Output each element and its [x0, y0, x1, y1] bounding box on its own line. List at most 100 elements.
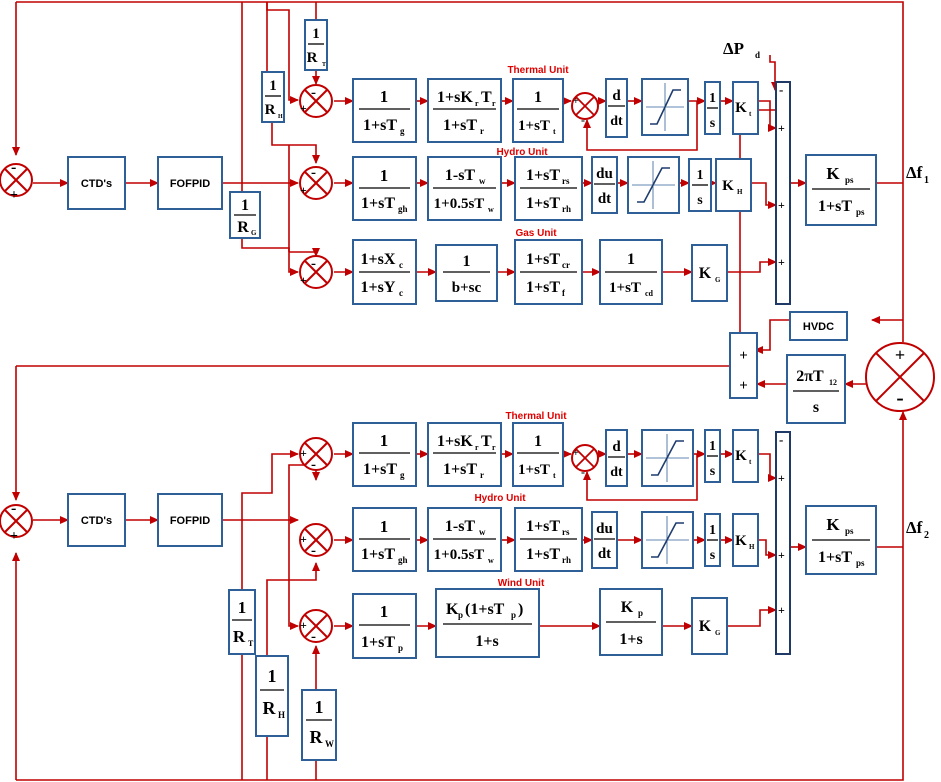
hvdc-block: HVDC: [789, 311, 848, 341]
area2-power-system: K ps 1+sT ps: [805, 505, 877, 575]
area1-load-summation: - + + +: [775, 81, 791, 305]
svg-text:du: du: [596, 166, 613, 182]
load-disturbance-label: ΔP d: [723, 39, 760, 60]
svg-text:-: -: [581, 113, 585, 127]
svg-text:1: 1: [709, 91, 716, 106]
area2-hydro-rate-limiter: [641, 511, 694, 569]
area1-thermal-derivative: d dt: [605, 78, 628, 138]
area2-hydro-turbine: 1-sT w 1+0.5sT w: [427, 507, 502, 572]
svg-text:K: K: [621, 599, 634, 616]
svg-text:ps: ps: [845, 175, 854, 185]
svg-text:1-sT: 1-sT: [445, 518, 476, 535]
area1-hydro-unit-label: Hydro Unit: [496, 147, 548, 158]
area2-derivative-sum: + -: [571, 444, 599, 479]
area2-fofpid-block: FOFPID: [157, 493, 223, 547]
svg-text:(1+sT: (1+sT: [465, 601, 505, 618]
svg-text:1: 1: [380, 517, 389, 536]
area2-wind-gov-sum: + -: [299, 609, 333, 645]
svg-text:1+sT: 1+sT: [361, 634, 395, 651]
svg-text:+: +: [778, 603, 785, 617]
svg-text:+: +: [739, 348, 748, 364]
svg-text:1: 1: [380, 431, 389, 450]
svg-text:+: +: [895, 345, 905, 365]
svg-text:1+sT: 1+sT: [361, 195, 395, 212]
svg-text:-: -: [311, 543, 316, 559]
svg-text:ps: ps: [856, 558, 865, 568]
area2-wind-unit-label: Wind Unit: [498, 578, 545, 589]
area2-thermal-gain: K t: [732, 429, 759, 483]
area2-thermal-gov-sum: + -: [299, 437, 333, 473]
svg-text:+: +: [778, 198, 785, 212]
area2-thermal-derivative: d dt: [605, 429, 628, 487]
area1-gas-gain: K G: [691, 244, 728, 302]
area1-thermal-integrator: 1 s: [704, 81, 721, 135]
area2-thermal-governor: 1 1+sT g: [352, 422, 417, 487]
svg-text:g: g: [400, 126, 405, 136]
area1-droop-thermal: 1 R T: [304, 19, 328, 71]
svg-text:d: d: [612, 88, 621, 104]
svg-text:f: f: [562, 288, 566, 298]
svg-text:1+sT: 1+sT: [526, 279, 560, 296]
svg-text:1+sT: 1+sT: [361, 546, 395, 563]
svg-text:1+s: 1+s: [475, 633, 498, 650]
svg-text:c: c: [399, 288, 403, 298]
svg-text:+: +: [10, 529, 18, 544]
area1-thermal-unit-label: Thermal Unit: [507, 65, 569, 76]
svg-text:ps: ps: [856, 207, 865, 217]
area1-hydro-governor: 1 1+sT gh: [352, 156, 417, 221]
svg-text:H: H: [749, 543, 755, 551]
area2-wind-data-fit: K p 1+s: [599, 588, 663, 656]
svg-text:r: r: [475, 443, 479, 452]
svg-text:-: -: [311, 629, 316, 645]
svg-text:1+sT: 1+sT: [818, 198, 852, 215]
svg-text:1: 1: [627, 251, 635, 268]
svg-text:w: w: [479, 527, 486, 537]
area1-hydro-integrator: 1 s: [688, 158, 712, 212]
svg-text:T: T: [481, 89, 492, 106]
area2-ctd-block: CTD's: [67, 493, 126, 547]
area1-gas-unit-label: Gas Unit: [515, 228, 557, 239]
area2-thermal-integrator: 1 s: [704, 429, 721, 483]
area1-ctd-block: CTD's: [67, 156, 126, 210]
svg-text:1+sT: 1+sT: [609, 280, 641, 296]
svg-text:+: +: [573, 448, 579, 459]
svg-text:-: -: [779, 432, 783, 447]
svg-text:1+sT: 1+sT: [443, 461, 477, 478]
svg-text:r: r: [492, 443, 496, 452]
svg-text:p: p: [638, 608, 643, 618]
svg-text:1: 1: [238, 598, 247, 617]
svg-text:+: +: [300, 446, 307, 460]
svg-text:+: +: [778, 471, 785, 485]
svg-text:1+sX: 1+sX: [361, 251, 396, 268]
svg-text:+: +: [778, 121, 785, 135]
svg-text:rh: rh: [562, 204, 571, 214]
area1-hydro-rate-limiter: [627, 156, 680, 214]
svg-text:dt: dt: [610, 114, 623, 129]
svg-text:1: 1: [709, 523, 716, 538]
area1-gas-valve-positioner: 1+sX c 1+sY c: [352, 239, 417, 305]
svg-text:w: w: [488, 556, 494, 565]
svg-text:W: W: [325, 739, 334, 749]
svg-text:FOFPID: FOFPID: [170, 178, 210, 190]
svg-text:c: c: [399, 260, 403, 270]
area2-hydro-derivative: du dt: [591, 511, 618, 569]
area1-fofpid-block: FOFPID: [157, 156, 223, 210]
svg-text:-: -: [311, 85, 316, 101]
area2-hydro-droop-compensation: 1+sT rs 1+sT rh: [514, 507, 583, 572]
svg-text:+: +: [300, 532, 307, 546]
svg-text:+: +: [10, 188, 18, 203]
svg-text:t: t: [749, 110, 752, 118]
svg-text:b+sc: b+sc: [452, 280, 482, 296]
svg-text:cr: cr: [562, 260, 570, 270]
area2-hydro-gov-sum: + -: [299, 523, 333, 559]
svg-text:r: r: [480, 126, 484, 136]
area2-droop-wind: 1 R W: [301, 689, 337, 761]
svg-text:1: 1: [380, 166, 389, 185]
svg-text:-: -: [581, 465, 585, 479]
svg-text:1: 1: [315, 697, 324, 717]
area2-error-sum: - +: [0, 500, 33, 544]
area2-thermal-unit-label: Thermal Unit: [505, 411, 567, 422]
svg-text:1+s: 1+s: [619, 631, 642, 648]
svg-text:12: 12: [829, 378, 837, 387]
